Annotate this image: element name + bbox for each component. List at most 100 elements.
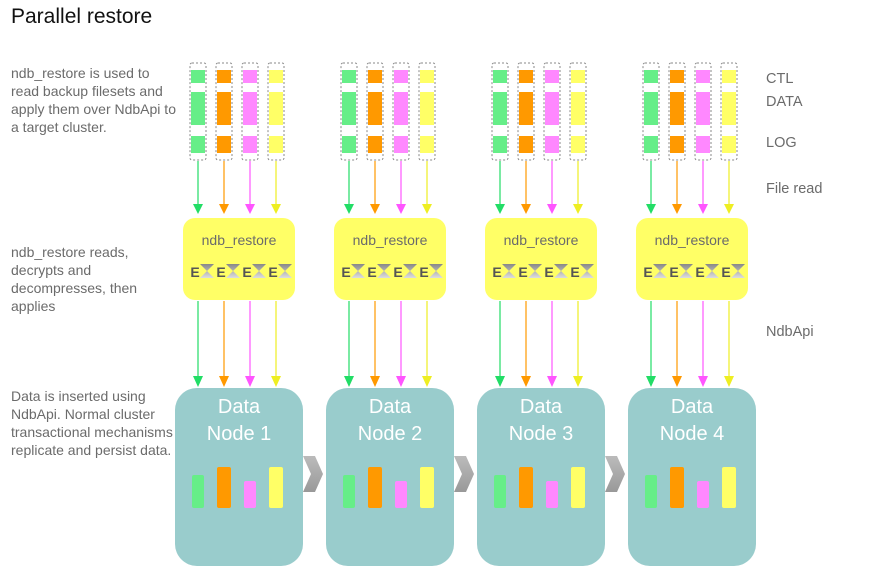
arrow-head <box>495 204 505 214</box>
backup-stream-pink <box>392 62 410 161</box>
arrow-head <box>521 376 531 387</box>
hourglass-icon <box>403 264 417 278</box>
backup-stream-orange <box>215 62 233 161</box>
page-title: Parallel restore <box>11 5 153 28</box>
arrow-head <box>672 204 682 214</box>
arrow-head <box>344 376 354 387</box>
backup-stream-pink <box>543 62 561 161</box>
exec-glyph: E <box>393 264 402 280</box>
stored-block-orange <box>368 467 382 508</box>
arrow-head <box>370 204 380 214</box>
stored-block-green <box>343 475 355 508</box>
stored-block-yellow <box>420 467 434 508</box>
arrow-head <box>396 376 406 387</box>
arrow-head <box>396 204 406 214</box>
exec-glyph: E <box>367 264 376 280</box>
arrow-head <box>521 204 531 214</box>
backup-stream-pink <box>241 62 259 161</box>
stored-block-pink <box>395 481 407 508</box>
description-backup: ndb_restore is used to read backup files… <box>11 65 176 135</box>
arrow-head <box>219 376 229 387</box>
arrow-head <box>698 376 708 387</box>
arrow-head <box>193 376 203 387</box>
label-file-read: File read <box>766 181 823 197</box>
exec-glyph: E <box>190 264 199 280</box>
hourglass-icon <box>653 264 667 278</box>
hourglass-icon <box>528 264 542 278</box>
hourglass-icon <box>226 264 240 278</box>
stored-block-green <box>192 475 204 508</box>
backup-stream-yellow <box>720 62 738 161</box>
ndb-restore-label: ndb_restore <box>504 232 579 248</box>
hourglass-icon <box>278 264 292 278</box>
arrow-head <box>495 376 505 387</box>
stored-block-orange <box>670 467 684 508</box>
hourglass-icon <box>351 264 365 278</box>
exec-glyph: E <box>268 264 277 280</box>
ndb-restore-label: ndb_restore <box>202 232 277 248</box>
node-interconnect <box>454 456 474 492</box>
data-node-label: Data <box>218 396 261 418</box>
arrow-head <box>573 376 583 387</box>
arrow-head <box>370 376 380 387</box>
hourglass-icon <box>679 264 693 278</box>
hourglass-icon <box>252 264 266 278</box>
backup-stream-green <box>340 62 358 161</box>
backup-stream-green <box>642 62 660 161</box>
data-node-name: Node 2 <box>358 423 423 445</box>
stored-block-pink <box>244 481 256 508</box>
hourglass-icon <box>429 264 443 278</box>
hourglass-icon <box>200 264 214 278</box>
exec-glyph: E <box>544 264 553 280</box>
label-data: DATA <box>766 94 803 110</box>
backup-stream-orange <box>668 62 686 161</box>
stored-block-orange <box>217 467 231 508</box>
data-node-label: Data <box>369 396 412 418</box>
exec-glyph: E <box>669 264 678 280</box>
stored-block-green <box>645 475 657 508</box>
stored-block-yellow <box>571 467 585 508</box>
stored-block-yellow <box>269 467 283 508</box>
exec-glyph: E <box>695 264 704 280</box>
arrow-head <box>724 376 734 387</box>
data-node-name: Node 3 <box>509 423 574 445</box>
ndb-restore-label: ndb_restore <box>353 232 428 248</box>
backup-stream-green <box>491 62 509 161</box>
stored-block-pink <box>546 481 558 508</box>
exec-glyph: E <box>643 264 652 280</box>
description-restore: ndb_restore reads, decrypts and decompre… <box>11 244 138 314</box>
node-interconnect <box>303 456 323 492</box>
backup-stream-orange <box>517 62 535 161</box>
arrow-head <box>672 376 682 387</box>
arrow-head <box>193 204 203 214</box>
stored-block-yellow <box>722 467 736 508</box>
arrow-head <box>344 204 354 214</box>
backup-stream-green <box>189 62 207 161</box>
arrow-head <box>271 204 281 214</box>
arrow-head <box>646 376 656 387</box>
arrow-head <box>245 376 255 387</box>
stored-block-orange <box>519 467 533 508</box>
arrow-head <box>698 204 708 214</box>
arrow-head <box>646 204 656 214</box>
backup-stream-yellow <box>569 62 587 161</box>
hourglass-icon <box>377 264 391 278</box>
arrow-head <box>547 376 557 387</box>
data-node-label: Data <box>671 396 714 418</box>
arrow-head <box>547 204 557 214</box>
exec-glyph: E <box>419 264 428 280</box>
hourglass-icon <box>580 264 594 278</box>
exec-glyph: E <box>492 264 501 280</box>
exec-glyph: E <box>216 264 225 280</box>
exec-glyph: E <box>518 264 527 280</box>
